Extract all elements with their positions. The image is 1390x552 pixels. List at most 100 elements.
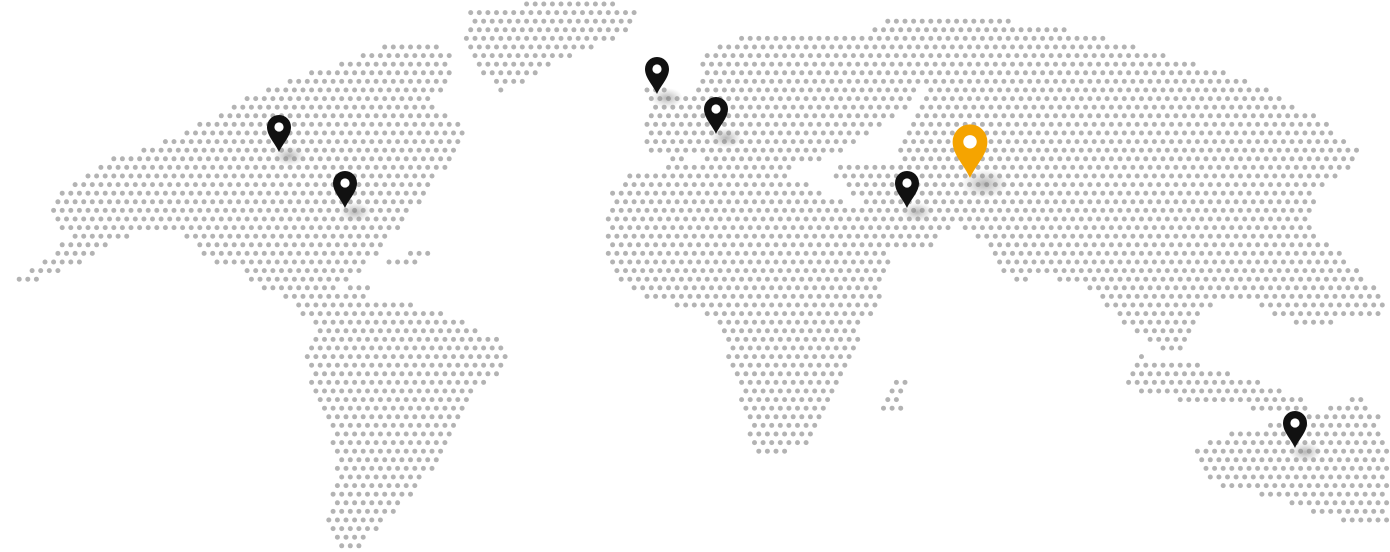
marker-europe-west[interactable] xyxy=(645,57,683,108)
land-dot xyxy=(1323,414,1329,420)
land-dot xyxy=(1190,388,1196,394)
land-dot xyxy=(618,276,624,282)
land-dot xyxy=(747,328,753,334)
land-dot xyxy=(777,216,783,222)
land-dot xyxy=(446,156,452,162)
land-dot xyxy=(902,87,908,93)
land-dot xyxy=(1164,268,1170,274)
land-dot xyxy=(541,35,547,41)
land-dot xyxy=(868,276,874,282)
land-dot xyxy=(205,121,211,127)
land-dot xyxy=(1250,388,1256,394)
land-dot xyxy=(1061,130,1067,136)
land-dot xyxy=(936,121,942,127)
land-dot xyxy=(747,397,753,403)
land-dot xyxy=(786,440,792,446)
land-dot xyxy=(352,483,358,489)
land-dot xyxy=(1065,242,1071,248)
land-dot xyxy=(489,362,495,368)
land-dot xyxy=(124,199,130,205)
land-dot xyxy=(799,276,805,282)
land-dot xyxy=(1018,78,1024,84)
land-dot xyxy=(717,147,723,153)
land-dot xyxy=(377,190,383,196)
land-dot xyxy=(683,250,689,256)
land-dot xyxy=(1285,491,1291,497)
land-dot xyxy=(451,336,456,342)
land-dot xyxy=(584,35,590,41)
land-dot xyxy=(730,225,736,231)
land-dot xyxy=(1130,182,1136,188)
land-dot xyxy=(257,173,263,179)
land-dot xyxy=(377,465,383,471)
land-dot xyxy=(334,379,340,385)
land-dot xyxy=(967,113,972,119)
land-dot xyxy=(769,405,775,411)
land-dot xyxy=(330,371,336,377)
land-dot xyxy=(1040,87,1046,93)
land-dot xyxy=(408,44,413,50)
land-dot xyxy=(1268,474,1273,480)
marker-north-america-west[interactable] xyxy=(267,115,305,166)
land-dot xyxy=(304,130,310,136)
land-dot xyxy=(283,87,289,93)
land-dot xyxy=(829,388,835,394)
land-dot xyxy=(1272,190,1278,196)
marker-north-america-east[interactable] xyxy=(333,171,371,222)
land-dot xyxy=(347,113,353,119)
land-dot xyxy=(1100,139,1106,145)
land-dot xyxy=(1027,61,1033,67)
marker-middle-east[interactable] xyxy=(895,171,933,222)
land-dot xyxy=(747,104,753,110)
land-dot xyxy=(876,242,882,248)
land-dot xyxy=(59,207,65,213)
land-dot xyxy=(997,53,1003,59)
land-dot xyxy=(352,104,358,110)
land-dot xyxy=(1048,70,1054,76)
land-dot xyxy=(1108,207,1114,213)
land-dot xyxy=(666,285,671,291)
land-dot xyxy=(1229,448,1235,454)
land-dot xyxy=(94,242,100,248)
land-dot xyxy=(1005,139,1011,145)
land-dot xyxy=(979,121,985,127)
land-dot xyxy=(162,207,168,213)
land-dot xyxy=(911,121,917,127)
land-dot xyxy=(1143,311,1149,317)
land-dot xyxy=(420,431,426,437)
land-dot xyxy=(657,113,663,119)
land-dot xyxy=(300,311,306,317)
marker-australia[interactable] xyxy=(1283,411,1321,462)
land-dot xyxy=(756,139,762,145)
land-dot xyxy=(661,121,667,127)
land-dot xyxy=(1302,130,1308,136)
land-dot xyxy=(747,156,753,162)
land-dot xyxy=(266,242,272,248)
land-dot xyxy=(1126,379,1132,385)
land-dot xyxy=(795,388,800,394)
land-dot xyxy=(760,440,766,446)
land-dot xyxy=(881,113,886,119)
marker-europe-south[interactable] xyxy=(704,97,742,148)
land-dot xyxy=(799,207,805,213)
land-dot xyxy=(365,508,370,514)
land-dot xyxy=(1186,293,1192,299)
land-dot xyxy=(949,130,955,136)
land-dot xyxy=(300,190,306,196)
land-dot xyxy=(1280,448,1286,454)
marker-central-asia[interactable] xyxy=(952,124,1008,199)
land-dot xyxy=(1212,156,1218,162)
land-dot xyxy=(1229,431,1235,437)
land-dot xyxy=(485,354,491,360)
land-dot xyxy=(1250,233,1256,239)
land-dot xyxy=(1341,448,1347,454)
land-dot xyxy=(777,422,783,428)
land-dot xyxy=(1130,113,1136,119)
land-dot xyxy=(261,164,267,170)
land-dot xyxy=(442,336,448,342)
land-dot xyxy=(287,164,293,170)
land-dot xyxy=(313,336,319,342)
land-dot xyxy=(408,422,413,428)
land-dot xyxy=(1040,139,1046,145)
land-dot xyxy=(154,207,160,213)
